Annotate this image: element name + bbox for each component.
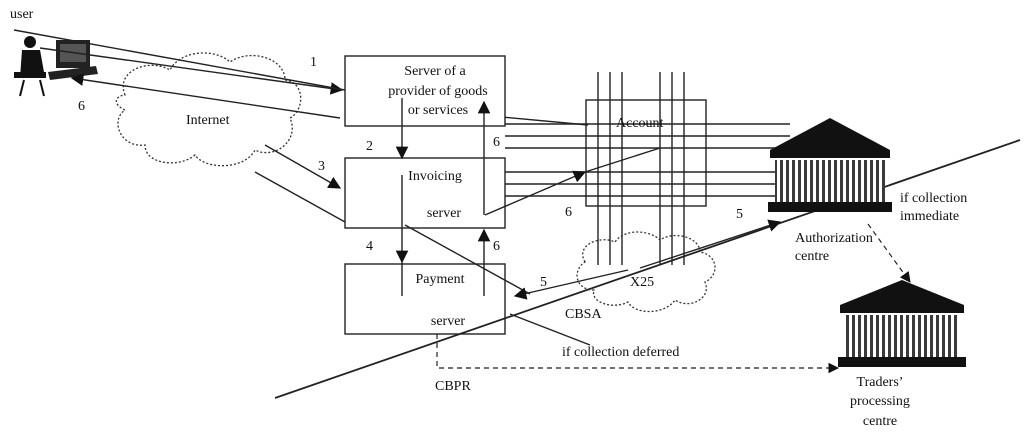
provider-server-label-2: provider of goods [388, 84, 488, 99]
internet-label: Internet [186, 113, 230, 128]
cbsa-link-line [509, 313, 591, 346]
provider-server-box [344, 55, 506, 127]
immediate-dashed-arrow [867, 223, 911, 283]
flow-1-line [13, 29, 346, 91]
authorization-centre-building-icon [768, 118, 892, 212]
internet-cloud [115, 52, 302, 167]
invoicing-server-label-1: Invoicing [408, 169, 462, 184]
collection-immediate-label-1: if collection [900, 191, 967, 206]
cbpr-dashed-arrow [436, 334, 840, 374]
invoicing-to-account-arrow [484, 170, 587, 216]
step-6b-number: 6 [493, 135, 500, 150]
step-5a-number: 5 [540, 275, 547, 290]
traders-centre-building-icon [838, 280, 966, 367]
step-3-number: 3 [318, 159, 325, 174]
x25-cloud [576, 231, 716, 313]
authorization-centre-label-2: centre [795, 249, 829, 264]
cbsa-label: CBSA [565, 307, 602, 322]
payment-server-box [344, 263, 506, 335]
flow-1-arrow [39, 47, 344, 95]
x25-label: X25 [630, 275, 654, 290]
long-diagonal-line [274, 139, 1021, 399]
payment-server-label-1: Payment [416, 272, 465, 287]
step-6a-number: 6 [78, 99, 85, 114]
cbpr-label: CBPR [435, 379, 471, 394]
account-label: Account [616, 116, 664, 131]
provider-server-label-3: or services [408, 103, 468, 118]
flow-3-arrow [264, 144, 342, 189]
step-4-number: 4 [366, 239, 373, 254]
step-1-number: 1 [310, 55, 317, 70]
invoicing-server-label-2: server [427, 206, 462, 221]
step-2-number: 2 [366, 139, 373, 154]
traders-centre-label-2: processing [850, 394, 910, 409]
user-label: user [10, 7, 34, 22]
provider-server-label-1: Server of a [404, 64, 466, 79]
step-6c-number: 6 [565, 205, 572, 220]
step-6d-number: 6 [493, 239, 500, 254]
payment-server-label-2: server [431, 314, 466, 329]
flow-3-line [254, 171, 346, 223]
flow-6-return-arrow [70, 73, 341, 119]
collection-immediate-label-2: immediate [900, 209, 959, 224]
flow-5-to-payment-arrow [513, 269, 629, 300]
invoicing-to-payment-line [404, 224, 531, 295]
flow-5-to-authorization-arrow [639, 219, 782, 269]
step-5b-number: 5 [736, 207, 743, 222]
traders-centre-label-3: centre [863, 414, 897, 429]
invoicing-to-account-line [584, 147, 661, 173]
invoicing-server-box [344, 157, 506, 229]
user-workstation-icon [14, 36, 98, 97]
traders-centre-label-1: Traders’ [857, 375, 904, 390]
authorization-centre-label-1: Authorization [795, 231, 873, 246]
collection-deferred-label: if collection deferred [562, 345, 679, 360]
